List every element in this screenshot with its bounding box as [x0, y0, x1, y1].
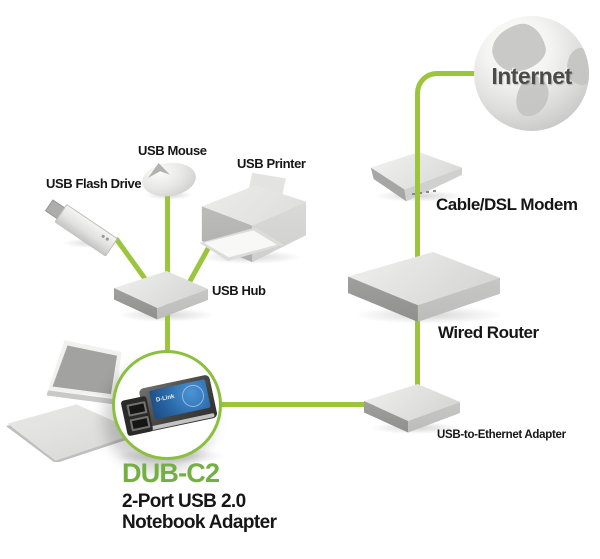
- usb-hub-label: USB Hub: [212, 283, 266, 298]
- usb-hub-illustration: [114, 271, 208, 321]
- connector-line-internet-to-adapter: [415, 71, 488, 394]
- product-description: 2-Port USB 2.0 Notebook Adapter: [122, 491, 277, 533]
- card-brand-text: D-Link: [155, 393, 176, 404]
- modem-led: [426, 191, 429, 193]
- internet-globe: Internet: [474, 16, 589, 131]
- internet-label: Internet: [491, 63, 572, 89]
- product-description-line1: 2-Port USB 2.0: [122, 491, 246, 512]
- globe-continent: [567, 48, 589, 85]
- zoom-circle: D-Link: [112, 350, 222, 460]
- usb-printer-illustration: [194, 168, 306, 264]
- modem-led: [419, 192, 422, 194]
- usb-flash-drive-illustration: [43, 196, 120, 258]
- usb-ethernet-adapter-label: USB-to-Ethernet Adapter: [437, 429, 566, 441]
- product-description-line2: Notebook Adapter: [122, 512, 277, 533]
- mouse-body: [139, 159, 199, 200]
- modem-led: [412, 193, 415, 195]
- usb-mouse-illustration: [139, 159, 199, 200]
- usb-flash-drive-label: USB Flash Drive: [46, 176, 142, 191]
- connector-line-adapter-to-card: [210, 402, 375, 407]
- flash-drive-led: [105, 237, 110, 242]
- usb-port: [129, 415, 151, 432]
- product-model-label: DUB-C2: [122, 458, 220, 488]
- card-label-globe-graphic: [179, 382, 207, 410]
- modem-led: [433, 190, 436, 192]
- usb-ethernet-adapter-illustration: [364, 384, 460, 434]
- wired-router-illustration: [348, 252, 500, 324]
- usb-mouse-label: USB Mouse: [138, 143, 207, 158]
- usb-port: [126, 401, 148, 417]
- flash-drive-led: [101, 234, 106, 239]
- dub-c2-card-illustration: D-Link: [118, 372, 221, 444]
- wired-router-label: Wired Router: [438, 323, 539, 342]
- flash-drive-body: [54, 203, 119, 257]
- connector-line-mouse-hub-card: [165, 183, 170, 355]
- modem-label: Cable/DSL Modem: [436, 195, 578, 214]
- usb-printer-label: USB Printer: [237, 156, 306, 171]
